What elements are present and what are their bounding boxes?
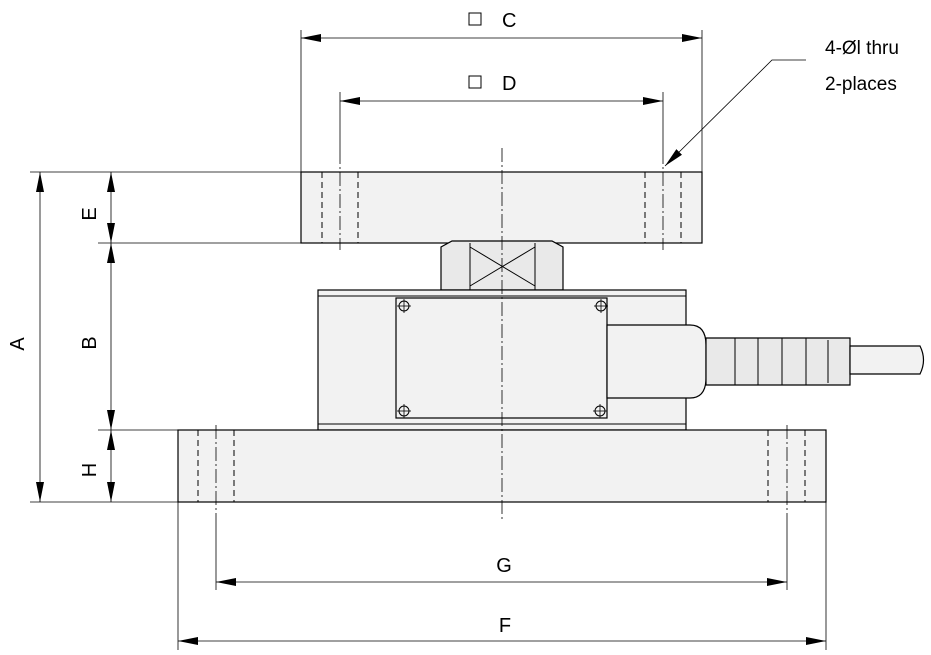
svg-text:C: C <box>502 10 516 32</box>
cable-gland <box>606 324 851 399</box>
dimension-label-e: E <box>79 207 101 220</box>
square-symbol-icon <box>468 12 482 26</box>
cable <box>849 345 925 375</box>
hole-note-leader <box>664 59 806 167</box>
hole-note-line2: 2-places <box>825 74 897 95</box>
screw-icon <box>594 299 608 313</box>
screw-icon <box>397 404 411 418</box>
dimension-label-b: B <box>79 336 101 349</box>
dimension-label-f: F <box>499 615 511 637</box>
dimension-label-d: D <box>468 73 516 95</box>
dimension-label-a: A <box>7 337 29 351</box>
svg-text:D: D <box>502 73 516 95</box>
square-symbol-icon <box>468 75 482 89</box>
dimension-label-c: C <box>468 10 516 32</box>
hole-note-line1: 4-Øl thru <box>825 38 899 59</box>
screw-icon <box>397 299 411 313</box>
dimension-label-h: H <box>79 463 101 477</box>
screw-icon <box>593 404 607 418</box>
cover-plate <box>395 297 608 419</box>
center-lines <box>215 148 788 520</box>
extension-lines <box>30 30 827 650</box>
dimension-label-g: G <box>496 555 512 577</box>
top-plate <box>300 171 703 244</box>
